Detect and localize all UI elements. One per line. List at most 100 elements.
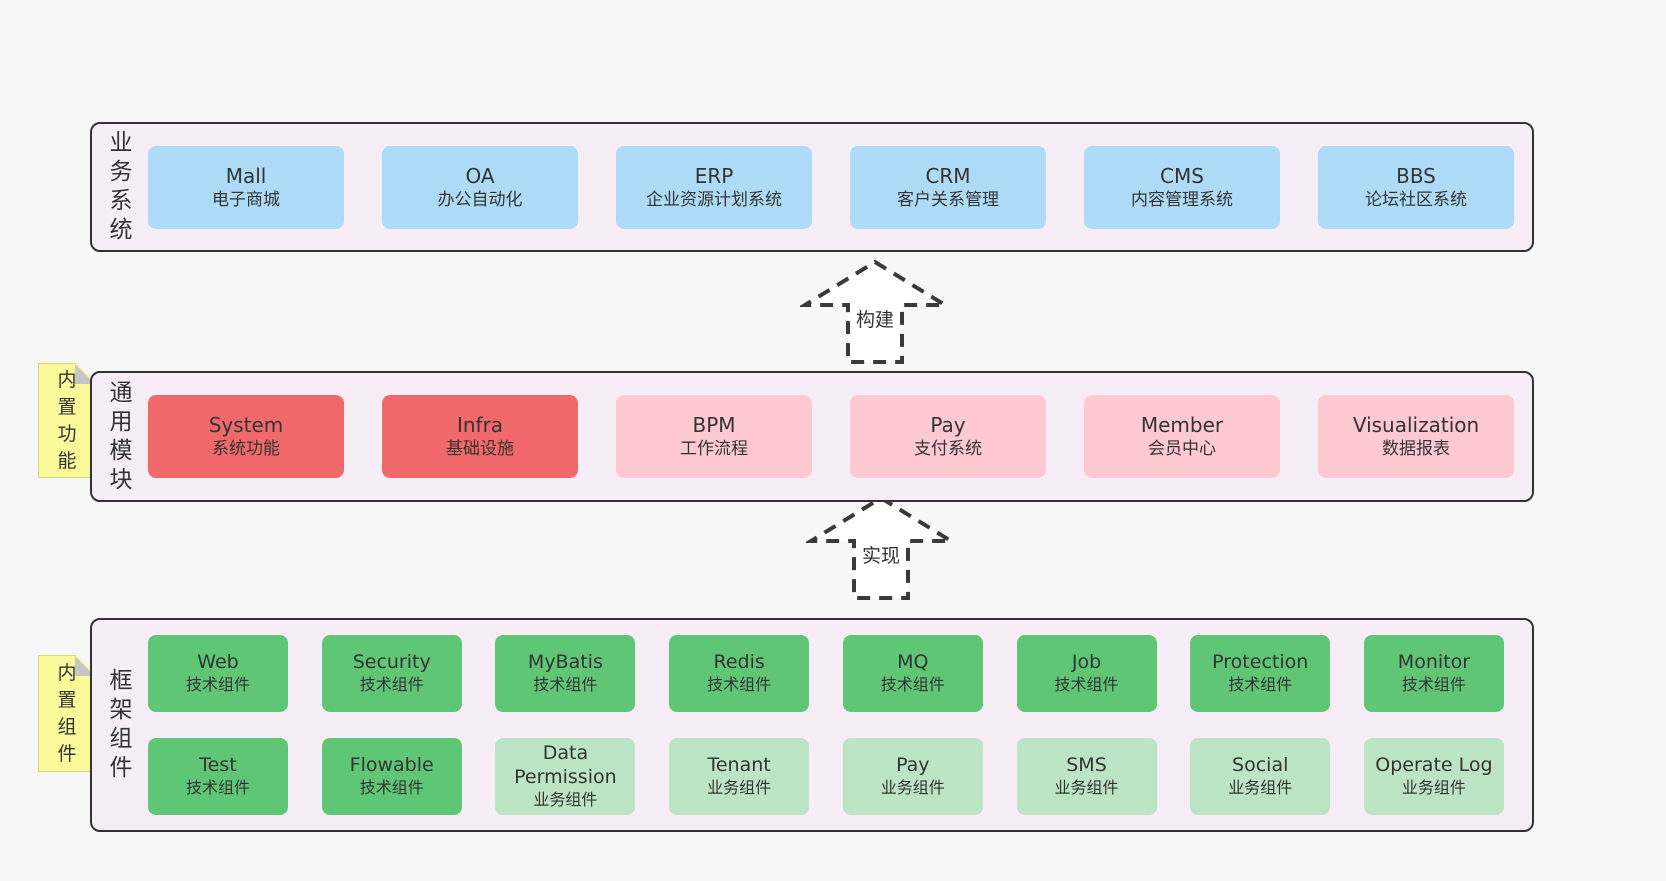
box-flowable: Flowable 技术组件 xyxy=(321,738,462,815)
box-subtitle: 技术组件 xyxy=(707,674,772,694)
box-subtitle: 技术组件 xyxy=(533,674,598,694)
box-title: Pay xyxy=(896,754,930,777)
box-bpm: BPM 工作流程 xyxy=(616,395,812,478)
box-cms: CMS 内容管理系统 xyxy=(1084,145,1280,229)
framework-row-1: Web 技术组件 Security 技术组件 MyBatis 技术组件 Redi… xyxy=(148,635,1504,712)
box-title: ERP xyxy=(694,163,734,188)
box-title: Monitor xyxy=(1397,651,1471,674)
panel-common-modules: 通用模块 System 系统功能 Infra 基础设施 BPM 工作流程 Pay… xyxy=(90,371,1534,502)
box-subtitle: 技术组件 xyxy=(1054,674,1119,694)
common-modules-row: System 系统功能 Infra 基础设施 BPM 工作流程 Pay 支付系统… xyxy=(146,395,1532,478)
box-subtitle: 业务组件 xyxy=(533,789,598,809)
box-title: Data Permission xyxy=(514,742,617,789)
box-title: Social xyxy=(1232,754,1289,777)
box-job: Job 技术组件 xyxy=(1016,635,1157,712)
box-web: Web 技术组件 xyxy=(148,635,288,712)
side-label-business-systems: 业务系统 xyxy=(109,130,133,243)
arrow-build-label: 构建 xyxy=(851,304,899,333)
box-mall: Mall 电子商城 xyxy=(148,145,344,229)
box-title: Infra xyxy=(456,413,504,438)
box-mq: MQ 技术组件 xyxy=(842,635,983,712)
box-title: Test xyxy=(199,754,237,777)
box-erp: ERP 企业资源计划系统 xyxy=(616,145,812,229)
box-subtitle: 数据报表 xyxy=(1382,439,1450,460)
box-tenant: Tenant 业务组件 xyxy=(669,738,810,815)
box-subtitle: 技术组件 xyxy=(359,674,424,694)
box-title: Web xyxy=(197,651,239,674)
box-subtitle: 技术组件 xyxy=(359,777,424,797)
box-title: Flowable xyxy=(349,754,434,777)
note-label: 内置组件 xyxy=(57,661,77,765)
box-protection: Protection 技术组件 xyxy=(1190,635,1331,712)
business-systems-row: Mall 电子商城 OA 办公自动化 ERP 企业资源计划系统 CRM 客户关系… xyxy=(146,145,1532,229)
box-title: System xyxy=(208,413,284,438)
box-sms: SMS 业务组件 xyxy=(1016,738,1157,815)
side-label-framework-components: 框架组件 xyxy=(109,668,133,781)
box-subtitle: 基础设施 xyxy=(446,439,514,460)
box-title: SMS xyxy=(1066,754,1107,777)
note-label: 内置功能 xyxy=(57,368,77,472)
box-subtitle: 业务组件 xyxy=(1228,777,1293,797)
box-pay-component: Pay 业务组件 xyxy=(842,738,983,815)
box-subtitle: 内容管理系统 xyxy=(1131,189,1233,210)
box-security: Security 技术组件 xyxy=(321,635,462,712)
sticky-note-built-in-features: 内置功能 xyxy=(38,363,96,478)
box-title: MyBatis xyxy=(527,651,603,674)
arrow-implement: 实现 xyxy=(806,494,956,602)
box-title: Mall xyxy=(225,163,267,188)
box-title: CMS xyxy=(1160,163,1204,188)
framework-row-2: Test 技术组件 Flowable 技术组件 Data Permission … xyxy=(148,738,1504,815)
box-subtitle: 支付系统 xyxy=(914,439,982,460)
box-subtitle: 技术组件 xyxy=(185,777,250,797)
box-title: Redis xyxy=(713,651,765,674)
box-subtitle: 业务组件 xyxy=(707,777,772,797)
box-operate-log: Operate Log 业务组件 xyxy=(1363,738,1504,815)
panel-business-systems: 业务系统 Mall 电子商城 OA 办公自动化 ERP 企业资源计划系统 CRM… xyxy=(90,122,1534,252)
box-bbs: BBS 论坛社区系统 xyxy=(1318,145,1514,229)
box-subtitle: 业务组件 xyxy=(880,777,945,797)
box-data-permission: Data Permission 业务组件 xyxy=(495,738,636,815)
box-title: Protection xyxy=(1212,651,1309,674)
box-subtitle: 电子商城 xyxy=(212,189,280,210)
box-subtitle: 技术组件 xyxy=(1228,674,1293,694)
box-title: BBS xyxy=(1396,163,1436,188)
box-subtitle: 业务组件 xyxy=(1054,777,1119,797)
box-title: Job xyxy=(1071,651,1102,674)
box-pay-module: Pay 支付系统 xyxy=(850,395,1046,478)
framework-components-rows: Web 技术组件 Security 技术组件 MyBatis 技术组件 Redi… xyxy=(146,635,1532,815)
box-visualization: Visualization 数据报表 xyxy=(1318,395,1514,478)
box-system: System 系统功能 xyxy=(148,395,344,478)
box-subtitle: 企业资源计划系统 xyxy=(646,189,782,210)
side-label-common-modules: 通用模块 xyxy=(109,379,133,493)
box-social: Social 业务组件 xyxy=(1190,738,1331,815)
box-title: Pay xyxy=(930,413,966,438)
box-title: CRM xyxy=(925,163,971,188)
panel-framework-components: 框架组件 Web 技术组件 Security 技术组件 MyBatis 技术组件… xyxy=(90,618,1534,832)
arrow-implement-label: 实现 xyxy=(857,540,905,569)
box-subtitle: 论坛社区系统 xyxy=(1365,189,1467,210)
box-title: Security xyxy=(352,651,431,674)
box-subtitle: 技术组件 xyxy=(1401,674,1466,694)
box-test: Test 技术组件 xyxy=(148,738,288,815)
box-title: Visualization xyxy=(1352,413,1480,438)
box-subtitle: 客户关系管理 xyxy=(897,189,999,210)
box-member: Member 会员中心 xyxy=(1084,395,1280,478)
box-monitor: Monitor 技术组件 xyxy=(1363,635,1504,712)
box-title: Operate Log xyxy=(1375,754,1493,777)
box-title: BPM xyxy=(692,413,736,438)
arrow-build: 构建 xyxy=(800,258,950,366)
box-subtitle: 业务组件 xyxy=(1401,777,1466,797)
box-subtitle: 会员中心 xyxy=(1148,439,1216,460)
box-title: Member xyxy=(1140,413,1224,438)
box-subtitle: 办公自动化 xyxy=(437,189,523,210)
box-infra: Infra 基础设施 xyxy=(382,395,578,478)
box-crm: CRM 客户关系管理 xyxy=(850,145,1046,229)
box-subtitle: 系统功能 xyxy=(212,439,280,460)
box-mybatis: MyBatis 技术组件 xyxy=(495,635,636,712)
box-oa: OA 办公自动化 xyxy=(382,145,578,229)
box-subtitle: 技术组件 xyxy=(880,674,945,694)
box-subtitle: 技术组件 xyxy=(185,674,250,694)
box-redis: Redis 技术组件 xyxy=(669,635,810,712)
box-title: Tenant xyxy=(707,754,771,777)
